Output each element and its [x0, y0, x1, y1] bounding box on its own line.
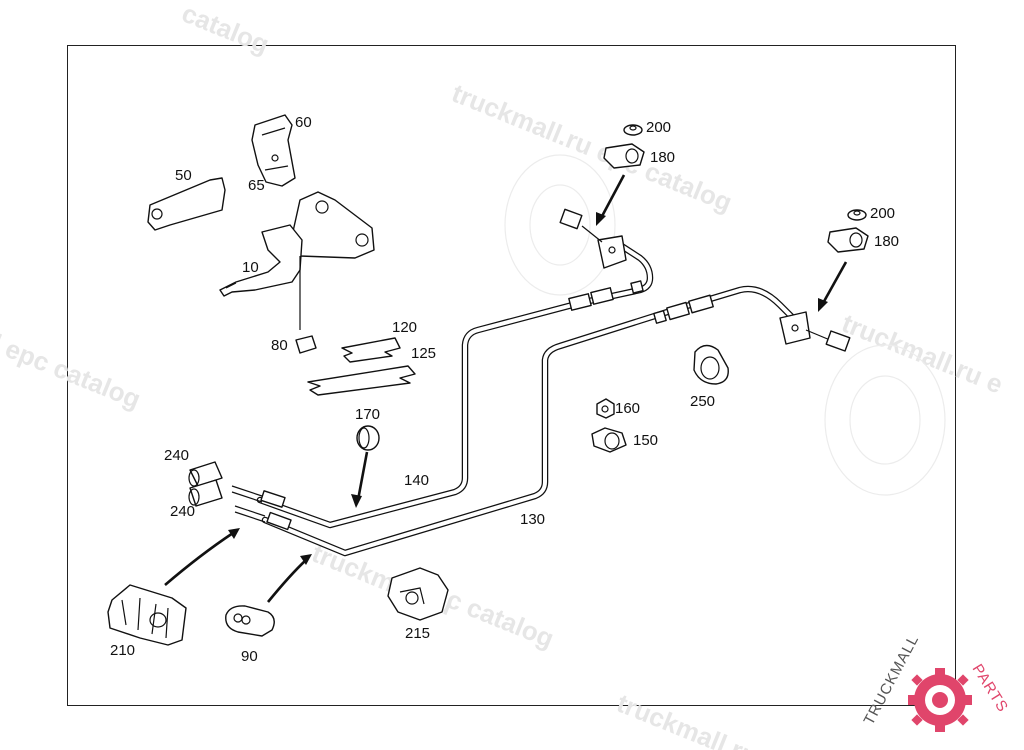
part-50-lever [147, 177, 226, 231]
part-130-cable [261, 285, 799, 557]
cable-end-fittings [231, 485, 292, 531]
part-140-cable [256, 241, 654, 529]
part-200-nut-lower [847, 209, 867, 221]
watermark-text: truckmall.ru epc catalog [448, 78, 737, 218]
part-160-nut [596, 398, 615, 419]
label-60: 60 [295, 114, 312, 131]
label-180-lower: 180 [874, 233, 899, 250]
label-125: 125 [411, 345, 436, 362]
label-90: 90 [241, 648, 258, 665]
watermark-text: l epc catalog [0, 328, 145, 415]
part-90-cap [225, 605, 275, 637]
part-250-hose-clamp [693, 344, 729, 385]
label-210: 210 [110, 642, 135, 659]
watermark-text: catalog [178, 0, 274, 60]
pointer-arrows [164, 174, 848, 603]
diagram-frame [67, 45, 956, 706]
part-180-clamp-lower [827, 227, 869, 253]
label-250: 250 [690, 393, 715, 410]
label-80: 80 [271, 337, 288, 354]
label-50: 50 [175, 167, 192, 184]
label-240-upper: 240 [164, 447, 189, 464]
label-170: 170 [355, 406, 380, 423]
label-240-lower: 240 [170, 503, 195, 520]
part-170-grommet [356, 425, 380, 451]
label-200-upper: 200 [646, 119, 671, 136]
part-200-nut-upper [623, 124, 643, 136]
part-150-clip [591, 427, 627, 453]
label-140: 140 [404, 472, 429, 489]
label-120: 120 [392, 319, 417, 336]
part-10-pedal-assembly [219, 191, 375, 330]
ghost-wheels [504, 154, 946, 496]
label-160: 160 [615, 400, 640, 417]
part-60-pedal-pad [251, 114, 296, 187]
label-150: 150 [633, 432, 658, 449]
logo-text-accent: PARTS [969, 661, 1012, 715]
part-labels: 60 65 50 10 80 120 125 170 140 130 200 1… [110, 114, 899, 665]
cable-sleeves [568, 280, 714, 324]
part-180-clamp-upper [603, 143, 645, 169]
cable-bracket-right-lower [779, 311, 851, 352]
part-210-cable-clip [107, 584, 187, 646]
label-180-upper: 180 [650, 149, 675, 166]
part-215-holder [387, 567, 449, 621]
part-125-plate [307, 365, 416, 396]
truckmall-logo: TRUCKMALL PARTS [861, 632, 1012, 732]
part-240-sleeve-lower [188, 479, 223, 507]
label-10: 10 [242, 259, 259, 276]
label-130: 130 [520, 511, 545, 528]
gear-icon [908, 668, 972, 732]
cable-bracket-right-upper [559, 208, 627, 269]
part-80-bushing [295, 335, 317, 354]
part-120-plate [341, 337, 401, 363]
label-65: 65 [248, 177, 265, 194]
label-215: 215 [405, 625, 430, 642]
watermark-text: truckmall.ru [613, 688, 762, 750]
label-200-lower: 200 [870, 205, 895, 222]
